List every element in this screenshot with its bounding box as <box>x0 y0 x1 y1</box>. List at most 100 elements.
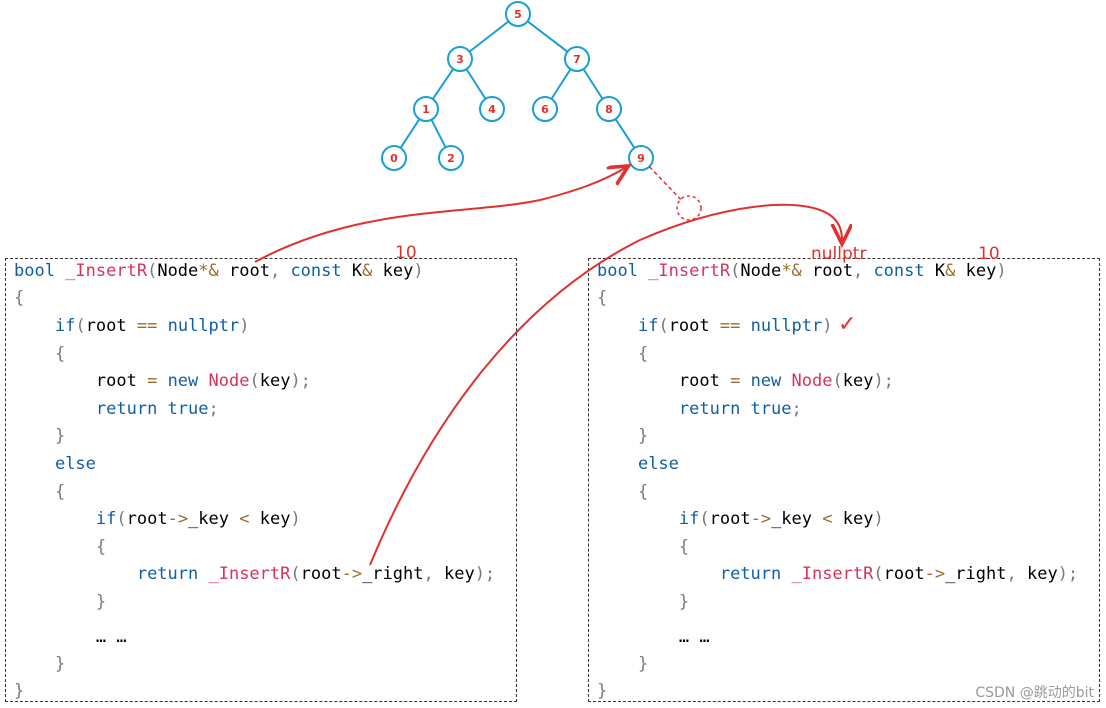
code-token: = <box>730 371 741 391</box>
tree-node-label: 7 <box>573 53 581 66</box>
code-token: ( <box>699 509 710 529</box>
tree-node-5: 5 <box>505 1 531 27</box>
tree-edge-1-0 <box>399 118 421 149</box>
code-token: root <box>300 564 342 584</box>
code-token: == <box>719 316 741 336</box>
right-key-annotation: 10 <box>978 244 1000 264</box>
tree-node-label: 3 <box>456 53 464 66</box>
code-token: key <box>832 509 874 529</box>
code-token: ) <box>239 316 250 336</box>
code-line: return _InsertR(root->_right, key); <box>597 564 1078 584</box>
code-token: root <box>126 509 168 529</box>
tree-node-2: 2 <box>438 145 464 171</box>
code-token: } <box>637 654 649 674</box>
code-token: else <box>54 454 96 474</box>
code-token: const <box>873 261 935 281</box>
code-token: ( <box>658 316 669 336</box>
code-token: root <box>668 316 720 336</box>
code-line: … … <box>597 627 710 647</box>
code-token: { <box>637 482 649 502</box>
check-icon: ✓ <box>838 312 857 337</box>
code-token: K <box>934 261 946 281</box>
code-line: … … <box>14 627 127 647</box>
code-line: } <box>14 681 24 701</box>
code-token: } <box>14 681 25 701</box>
code-token: = <box>147 371 158 391</box>
code-token: … … <box>95 627 127 647</box>
code-token: , <box>852 261 874 281</box>
code-token: & <box>362 261 373 281</box>
code-token: { <box>54 344 66 364</box>
code-token <box>157 371 167 391</box>
code-token: K <box>351 261 363 281</box>
code-token: root <box>709 509 751 529</box>
code-token <box>597 537 679 557</box>
code-token: ; <box>208 399 219 419</box>
code-token <box>597 592 679 612</box>
code-token: _InsertR <box>648 261 731 281</box>
code-token <box>14 509 96 529</box>
code-token: } <box>54 426 66 446</box>
code-token <box>14 454 55 474</box>
code-line: if(root->_key < key) <box>597 509 884 529</box>
tree-node-3: 3 <box>447 46 473 72</box>
code-line: } <box>14 592 106 612</box>
code-token: root <box>14 371 148 391</box>
code-token: ) <box>822 316 833 336</box>
code-token <box>597 344 638 364</box>
code-token: ( <box>75 316 86 336</box>
code-token: const <box>290 261 352 281</box>
code-token <box>14 316 55 336</box>
code-line: else <box>597 454 679 474</box>
code-line: { <box>14 537 106 557</box>
code-line: } <box>14 426 65 446</box>
code-token: return true <box>678 399 792 419</box>
code-token: } <box>95 592 107 612</box>
code-token <box>157 316 167 336</box>
code-token: Node <box>208 371 250 391</box>
code-token: _InsertR <box>791 564 874 584</box>
code-line: return _InsertR(root->_right, key); <box>14 564 495 584</box>
tree-node-label: 9 <box>637 152 645 165</box>
code-token: ( <box>249 371 260 391</box>
code-token: root <box>801 261 853 281</box>
code-token: nullptr <box>167 316 240 336</box>
code-token: ( <box>832 371 843 391</box>
code-line: } <box>597 592 689 612</box>
code-token: ( <box>116 509 127 529</box>
code-line: } <box>597 681 607 701</box>
code-line: { <box>14 482 65 502</box>
code-token: root <box>597 371 731 391</box>
tree-node-label: 4 <box>488 103 496 116</box>
code-token: key <box>259 371 291 391</box>
tree-edge-7-6 <box>550 68 572 100</box>
code-token <box>597 454 638 474</box>
code-token <box>14 344 55 364</box>
code-token: { <box>678 537 690 557</box>
code-token <box>597 482 638 502</box>
code-line: bool _InsertR(Node*& root, const K& key) <box>597 261 1007 281</box>
code-token: , <box>269 261 291 281</box>
code-token: ); <box>873 371 894 391</box>
code-token: == <box>136 316 158 336</box>
code-token <box>14 564 137 584</box>
code-token <box>597 509 679 529</box>
code-token: ( <box>873 564 884 584</box>
tree-edge-1-2 <box>430 119 447 148</box>
right-root-annotation: nullptr <box>811 244 867 264</box>
tree-node-label: 6 <box>541 103 549 116</box>
code-token: bool <box>597 261 649 281</box>
code-token: ) <box>996 261 1007 281</box>
code-line: if(root == nullptr) <box>597 316 833 336</box>
code-token: ( <box>290 564 301 584</box>
tree-node-label: 5 <box>514 8 522 21</box>
code-token: } <box>54 654 66 674</box>
tree-node-label: 1 <box>422 103 430 116</box>
code-token <box>14 399 96 419</box>
code-line: bool _InsertR(Node*& root, const K& key) <box>14 261 424 281</box>
code-token: else <box>637 454 679 474</box>
code-token: return <box>136 564 209 584</box>
code-token: } <box>678 592 690 612</box>
code-token: root <box>883 564 925 584</box>
code-token: Node <box>740 261 782 281</box>
